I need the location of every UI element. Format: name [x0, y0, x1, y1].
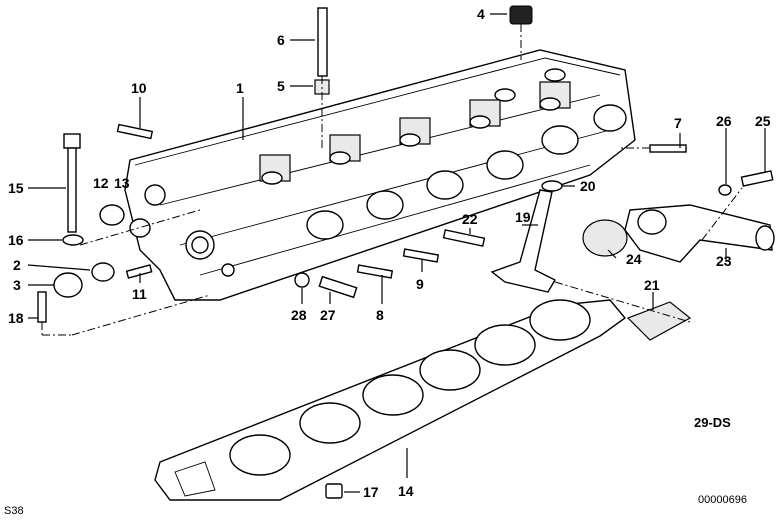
callout-8: 8: [376, 307, 384, 323]
part-26-washer: [718, 184, 732, 196]
callout-9: 9: [416, 276, 424, 292]
callout-18: 18: [8, 310, 24, 326]
part-25-bolt: [740, 170, 774, 187]
callout-12: 12: [93, 175, 109, 191]
part-21-gasket: [626, 301, 692, 341]
callout-11: 11: [132, 286, 147, 302]
callout-17: 17: [363, 484, 379, 500]
part-24-gasket: [582, 219, 628, 257]
part-2-plug: [91, 262, 115, 282]
part-27-sensor: [318, 275, 358, 299]
part-16-washer: [62, 234, 84, 246]
callout-28: 28: [291, 307, 307, 323]
callout-2: 2: [13, 257, 21, 273]
callout-26: 26: [716, 113, 732, 129]
callouts: 1 2 3 4 5 6 7 8 9 10 11 12 13 14 15 16 1…: [8, 6, 771, 500]
image-number: 00000696: [698, 494, 747, 506]
callout-22: 22: [462, 211, 478, 227]
callout-7: 7: [674, 115, 682, 131]
part-3-cap: [53, 272, 83, 298]
part-13-ring: [129, 218, 151, 238]
part-22-bolt: [442, 229, 486, 247]
callout-19: 19: [515, 209, 531, 225]
cylinder-head: [124, 49, 636, 301]
callout-6: 6: [277, 32, 285, 48]
part-4-cap: [509, 5, 533, 25]
part-12-plug: [99, 204, 125, 226]
callout-16: 16: [8, 232, 24, 248]
part-17-sleeve: [325, 483, 343, 499]
callout-25: 25: [755, 113, 771, 129]
part-8-stud: [356, 264, 394, 279]
part-18-bolt: [37, 291, 47, 323]
callout-23: 23: [716, 253, 732, 269]
part-19-bracket: [490, 189, 556, 293]
callout-21: 21: [644, 277, 660, 293]
part-10-stud: [116, 123, 154, 140]
callout-24: 24: [626, 251, 642, 267]
callout-13: 13: [114, 175, 130, 191]
diagram-code: 29-DS: [694, 415, 731, 430]
part-28-washer: [294, 272, 310, 288]
part-20-oring: [541, 180, 563, 192]
callout-15: 15: [8, 180, 24, 196]
page-reference: S38: [4, 505, 24, 517]
callout-1: 1: [236, 80, 244, 96]
callout-20: 20: [580, 178, 596, 194]
assembly-lines: [41, 24, 743, 336]
callout-10: 10: [131, 80, 147, 96]
leader-lines: [27, 13, 766, 493]
part-6-stud: [317, 7, 328, 77]
head-gasket: [154, 299, 627, 501]
callout-3: 3: [13, 277, 21, 293]
callout-27: 27: [320, 307, 336, 323]
part-11-stud: [125, 264, 153, 279]
callout-14: 14: [398, 483, 414, 499]
callout-4: 4: [477, 6, 485, 22]
callout-5: 5: [277, 78, 285, 94]
part-15-bolt: [63, 133, 81, 233]
part-9-stud: [402, 248, 440, 263]
